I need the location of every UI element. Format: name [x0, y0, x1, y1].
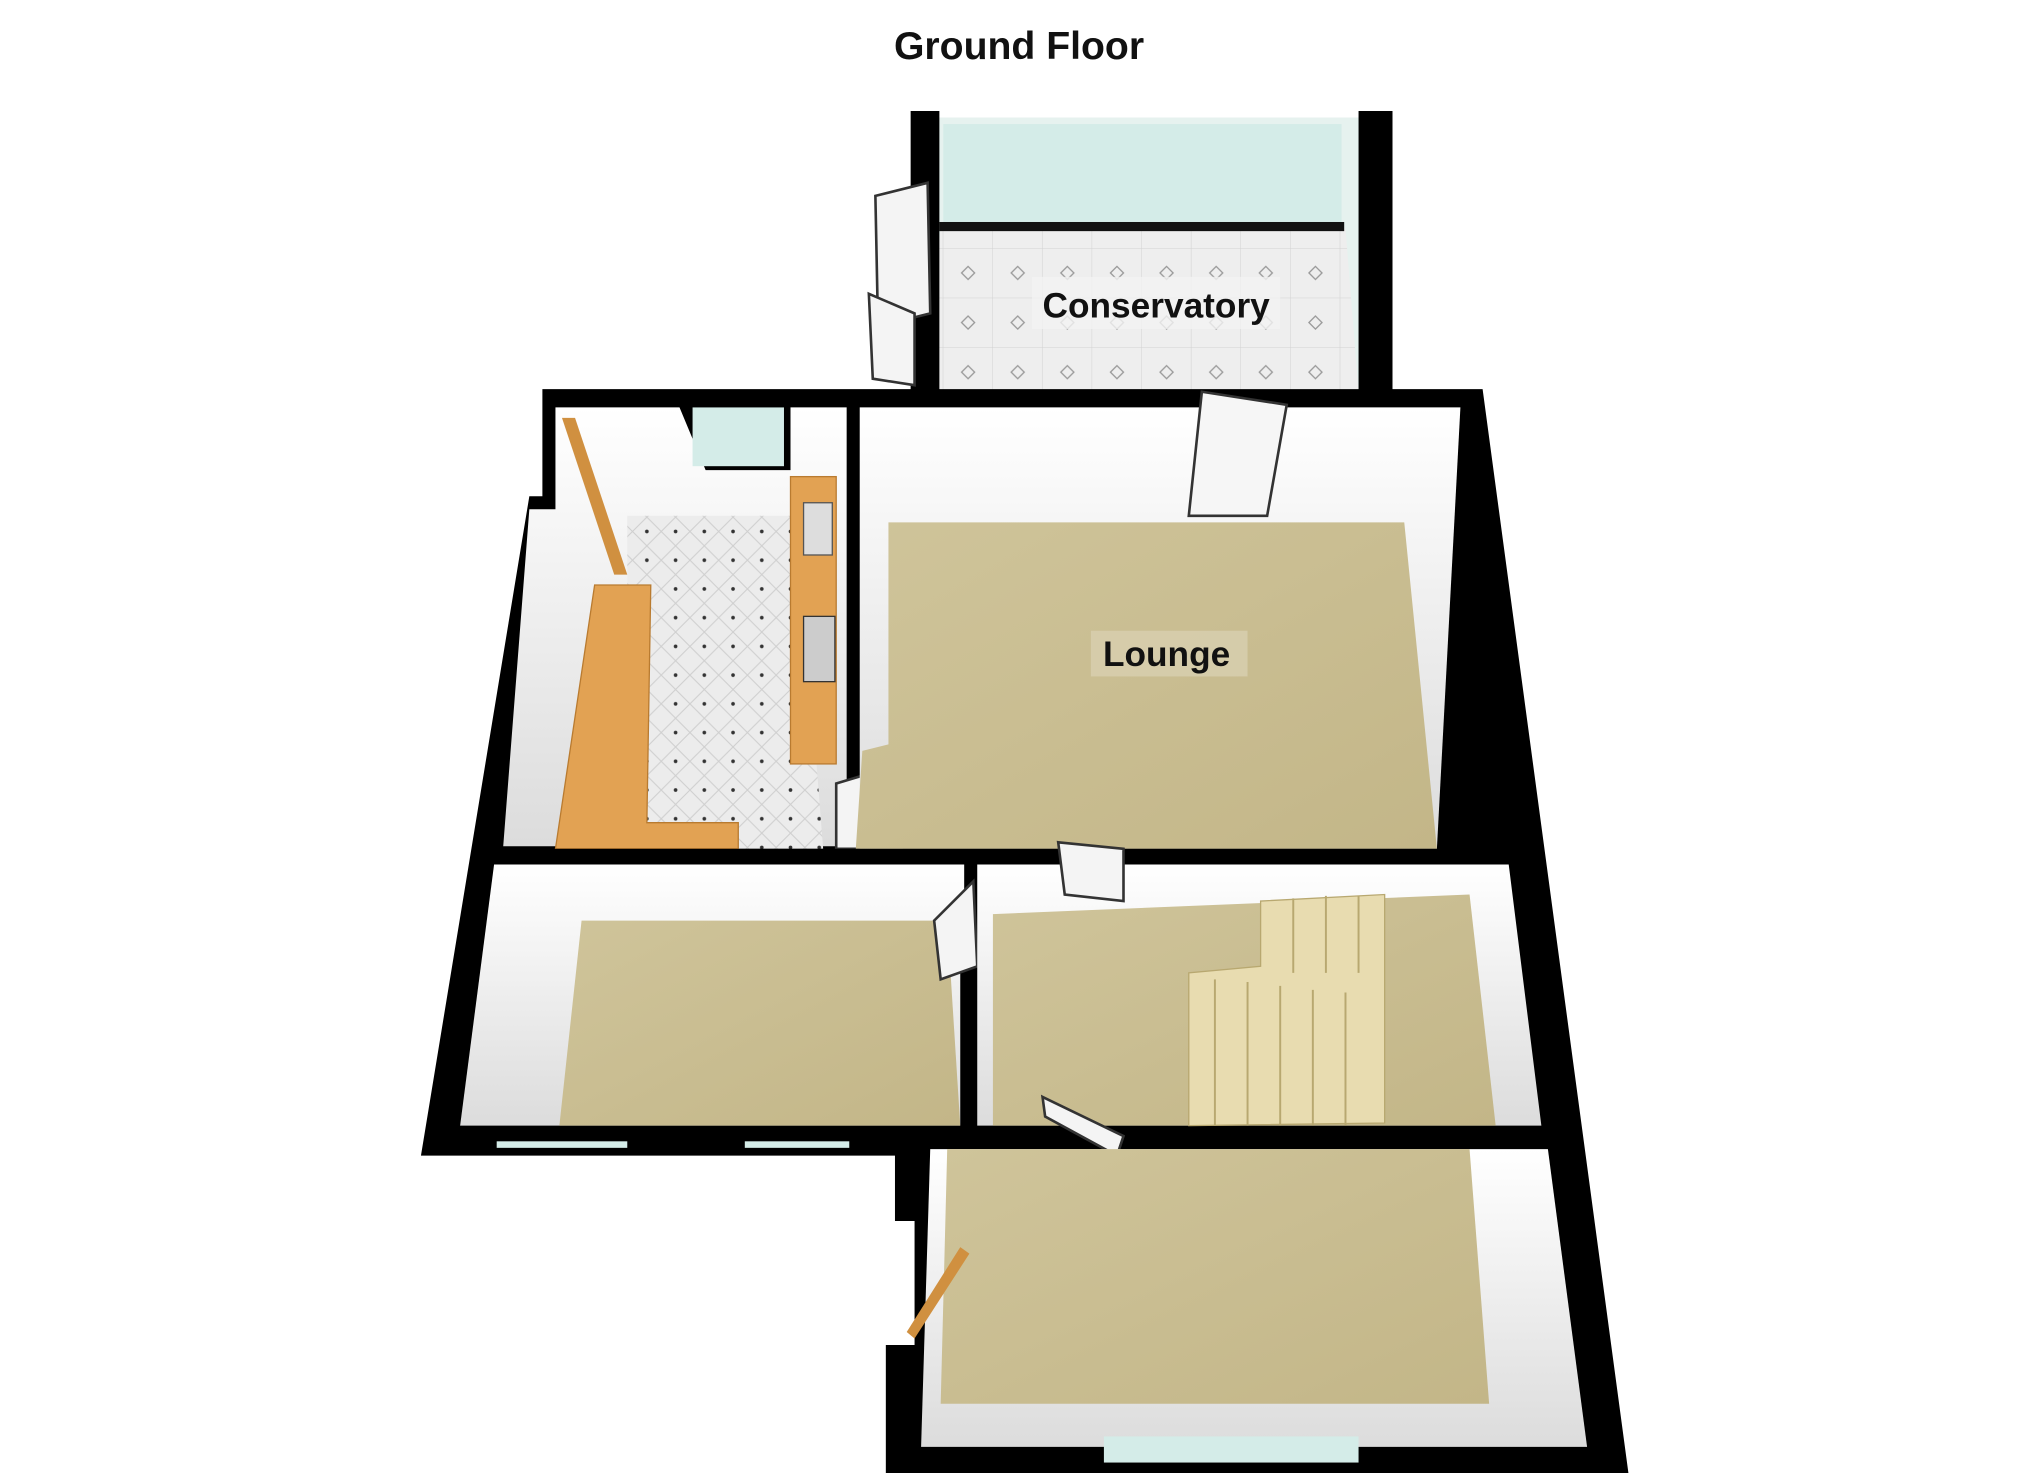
front-room	[906, 1149, 1588, 1463]
door-icon	[906, 1247, 970, 1339]
hob-icon	[802, 615, 836, 683]
bedroom-left-room	[460, 864, 979, 1130]
door-icon	[1187, 390, 1289, 518]
floor-title: Ground Floor	[894, 25, 1144, 68]
conservatory-room: Conservatory	[867, 110, 1393, 399]
room-label-conservatory: Conservatory	[1043, 286, 1271, 325]
lounge-room: Lounge	[855, 390, 1461, 849]
door-icon	[1056, 840, 1125, 903]
hall-area	[977, 840, 1542, 1158]
staircase	[1188, 893, 1386, 1127]
room-label-lounge: Lounge	[1103, 635, 1230, 674]
kitchen-room	[503, 407, 903, 851]
door-icon	[874, 181, 932, 329]
door-icon	[561, 417, 628, 575]
sink-icon	[802, 502, 833, 556]
